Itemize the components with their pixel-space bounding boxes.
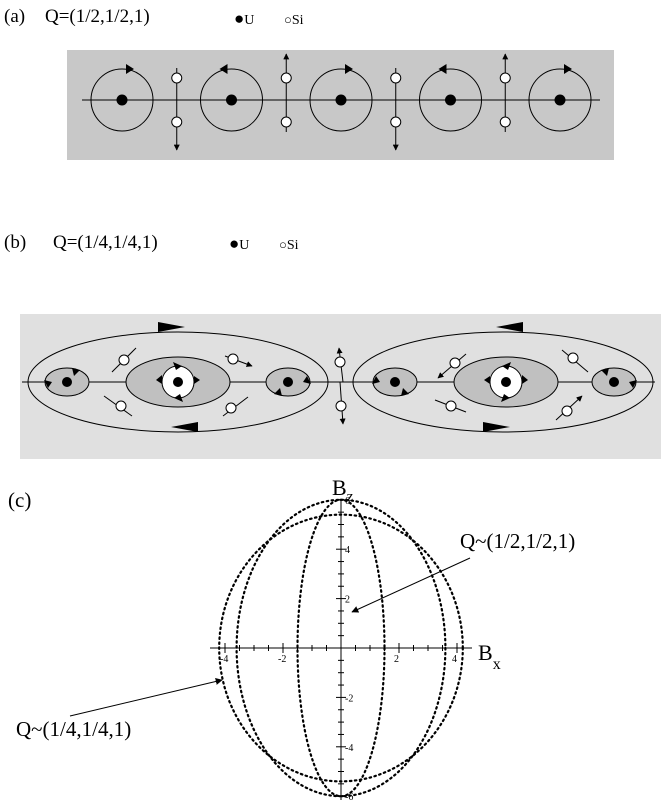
rotation-arrow (345, 64, 353, 74)
z-tick-label: -4 (345, 743, 353, 754)
outer-arrow-top (158, 322, 185, 332)
u-atom (501, 377, 511, 387)
panel-a-q-label: Q=(1/2,1/2,1) (45, 6, 150, 27)
si-atom (280, 116, 292, 128)
si-atom (171, 116, 183, 128)
axis-x-label: Bx (478, 640, 501, 673)
outer-ellipse (352, 331, 654, 433)
si-atom (280, 72, 292, 84)
panel-a-legend-si: ○Si (284, 12, 304, 28)
curve-label-quarter: Q~(1/4,1/4,1) (16, 717, 131, 741)
outer-arrow-bottom (483, 422, 510, 432)
si-atom-icon: ○ (279, 237, 287, 252)
si-pair-up (280, 53, 292, 132)
outer-ellipse (27, 331, 329, 433)
pointer-quarter (69, 678, 223, 717)
panel-b-tag: (b) (4, 232, 27, 253)
si-center-pair (334, 347, 347, 425)
axis-z-label: Bz (332, 475, 354, 505)
rotation-arrow (438, 64, 447, 74)
si-atom (171, 72, 183, 84)
si-atom (499, 72, 511, 84)
u-moment-ccw (90, 64, 154, 132)
u-atom-icon: ● (229, 234, 240, 253)
field-curve-1 (218, 513, 464, 783)
panel-a-diagram (67, 50, 614, 160)
si-atom-icon: ○ (284, 12, 292, 27)
pointer-half (351, 557, 471, 613)
field-curve-2 (235, 498, 447, 798)
u-moment-ccw (528, 64, 592, 132)
si-atom (499, 116, 511, 128)
u-moment-ccw (309, 64, 373, 132)
x-tick-label: 4 (452, 654, 457, 665)
u-atom (335, 94, 347, 106)
panel-b-q-label: Q=(1/4,1/4,1) (53, 232, 158, 253)
domain-right (352, 322, 654, 433)
x-tick-label: 2 (394, 654, 399, 665)
panel-b-legend-si: ○Si (279, 237, 299, 253)
outer-arrow-bottom (171, 422, 198, 432)
outer-arrow-top (496, 322, 523, 332)
si-atom (390, 72, 402, 84)
domain-left (27, 322, 329, 433)
x-tick-label: -2 (278, 654, 286, 665)
rotation-arrow (219, 64, 228, 74)
u-atom (226, 94, 237, 106)
u-atom (554, 94, 566, 106)
u-moment-cw (419, 64, 482, 132)
z-tick-label: 2 (345, 595, 350, 606)
u-atom-icon: ● (234, 9, 245, 28)
rotation-arrow (126, 64, 134, 74)
z-tick-label: -6 (345, 792, 353, 803)
u-atom (173, 377, 183, 387)
si-pair-down (390, 68, 402, 151)
rotation-arrow (564, 64, 572, 74)
u-moment-cw (200, 64, 263, 132)
z-tick-label: 4 (345, 545, 350, 556)
panel-b-diagram (20, 314, 661, 459)
u-atom (445, 94, 456, 106)
x-tick-label: -4 (220, 654, 228, 665)
panel-a-legend-u: ●U (234, 9, 255, 28)
panel-c-tag: (c) (8, 488, 32, 512)
si-pair-down (171, 68, 183, 151)
curve-label-half: Q~(1/2,1/2,1) (460, 529, 575, 553)
u-atom (116, 94, 128, 106)
si-atom (390, 116, 402, 128)
panel-a-tag: (a) (4, 6, 26, 27)
si-tilted (103, 347, 253, 417)
panel-b-legend-u: ●U (229, 234, 250, 253)
si-tilted (434, 349, 589, 421)
si-pair-up (499, 53, 511, 132)
z-tick-label: -2 (345, 693, 353, 704)
